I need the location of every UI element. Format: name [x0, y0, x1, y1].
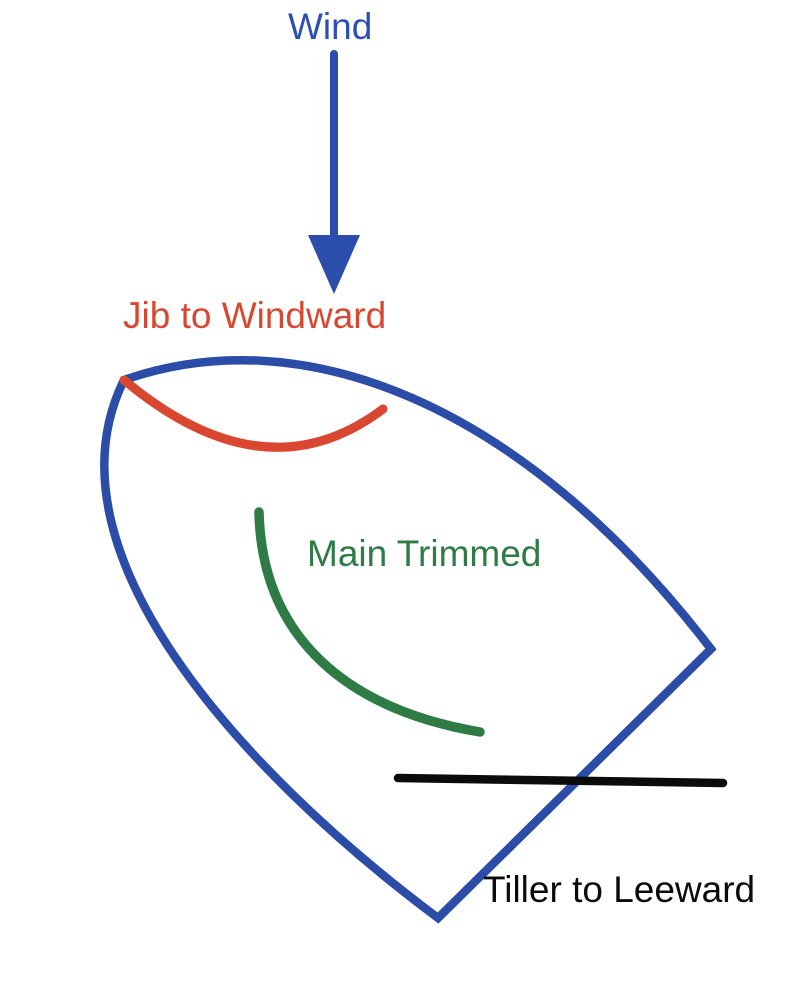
wind-arrow-head: [308, 235, 360, 294]
wind-arrow-icon: [308, 50, 360, 294]
tiller-to-leeward-label: Tiller to Leeward: [483, 869, 756, 910]
jib-curve: [119, 375, 388, 452]
main-curve: [254, 507, 485, 737]
tiller-line: [393, 773, 728, 788]
wind-label: Wind: [288, 6, 373, 47]
main-trimmed-label: Main Trimmed: [307, 533, 542, 574]
hull-outline: [100, 355, 717, 924]
jib-to-windward-label: Jib to Windward: [123, 295, 387, 336]
